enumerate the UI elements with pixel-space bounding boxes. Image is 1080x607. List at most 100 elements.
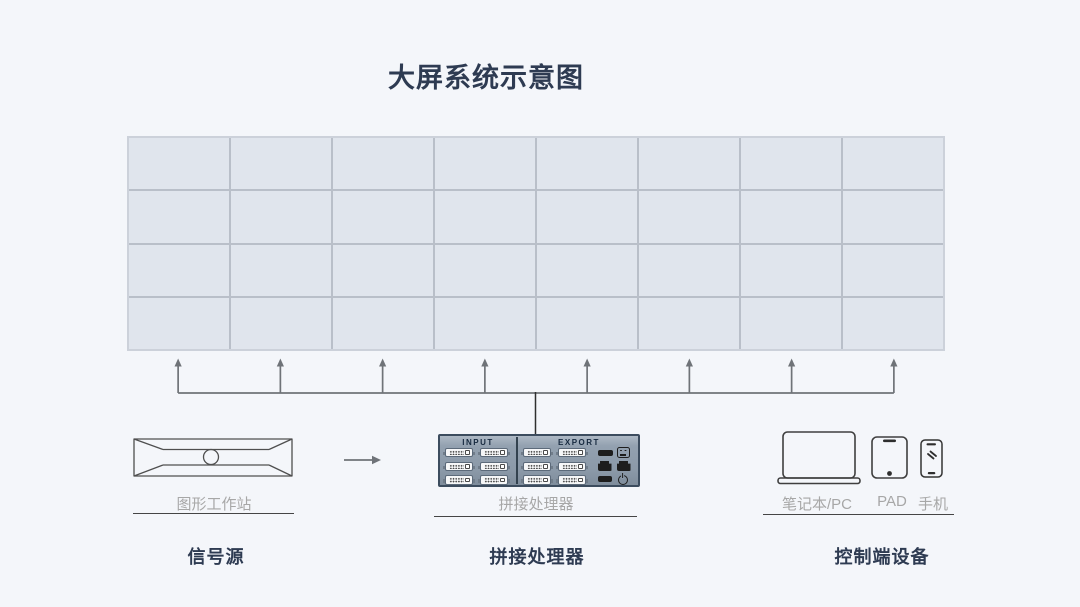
dvi-key <box>578 464 583 469</box>
wall-cell <box>741 138 841 190</box>
wall-cell <box>843 297 943 349</box>
wall-cell <box>435 244 535 296</box>
wall-cell <box>639 191 739 243</box>
dvi-pins <box>561 477 577 483</box>
dvi-key <box>578 450 583 455</box>
laptop-icon <box>777 431 861 485</box>
up-arrow-icon <box>379 358 387 367</box>
dvi-port-icon <box>478 461 510 471</box>
dvi-port-icon <box>521 475 553 485</box>
wall-cell <box>537 138 637 190</box>
processor-caption: 拼接处理器 <box>498 496 574 513</box>
wall-cell <box>843 138 943 190</box>
dvi-port-icon <box>521 461 553 471</box>
pad-caption: PAD <box>877 493 907 510</box>
up-arrow-icon <box>685 358 693 367</box>
dvi-port-icon <box>443 447 475 457</box>
hdmi-port-icon <box>598 449 613 456</box>
wall-cell <box>741 244 841 296</box>
wall-cell <box>231 138 331 190</box>
up-arrow-icon <box>583 358 591 367</box>
dvi-port-icon <box>478 447 510 457</box>
phone-icon <box>920 439 943 478</box>
tablet-icon <box>871 436 908 479</box>
wall-cell <box>129 244 229 296</box>
label-control-devices: 控制端设备 <box>834 547 930 567</box>
dvi-port-icon <box>478 475 510 485</box>
dvi-port-icon <box>556 475 588 485</box>
wall-cell <box>129 138 229 190</box>
dvi-pins <box>483 477 499 483</box>
wall-cell <box>843 244 943 296</box>
up-arrow-icon <box>174 358 182 367</box>
wall-cell <box>231 191 331 243</box>
wall-cell <box>333 297 433 349</box>
ethernet-port-icon <box>597 460 612 471</box>
wall-cell <box>333 244 433 296</box>
dvi-key <box>500 450 505 455</box>
control-underline <box>763 514 954 516</box>
up-arrow-icon <box>890 358 898 367</box>
wall-cell <box>537 244 637 296</box>
wall-cell <box>741 297 841 349</box>
dvi-key <box>465 450 470 455</box>
wall-cell <box>435 191 535 243</box>
dvi-pins <box>448 463 464 469</box>
wall-cell <box>231 244 331 296</box>
dvi-pins <box>561 449 577 455</box>
page-title: 大屏系统示意图 <box>388 63 584 93</box>
dvi-key <box>500 477 505 482</box>
phone-caption: 手机 <box>917 496 949 513</box>
control-devices <box>777 431 943 485</box>
dvi-key <box>500 464 505 469</box>
dvi-port-icon <box>443 475 475 485</box>
label-processor: 拼接处理器 <box>489 547 585 567</box>
dvi-port-icon <box>443 461 475 471</box>
wall-cell <box>333 138 433 190</box>
dvi-pins <box>526 477 542 483</box>
dvi-pins <box>483 463 499 469</box>
up-arrow-icon <box>276 358 284 367</box>
dvi-pins <box>526 449 542 455</box>
dvi-pins <box>448 477 464 483</box>
dvi-key <box>543 450 548 455</box>
wall-cell <box>435 297 535 349</box>
up-arrow-icon <box>481 358 489 367</box>
dvi-port-icon <box>521 447 553 457</box>
wall-cell <box>639 297 739 349</box>
processor-underline <box>434 516 637 518</box>
dvi-key <box>578 477 583 482</box>
wall-cell <box>333 191 433 243</box>
workstation-caption: 图形工作站 <box>176 496 252 513</box>
wall-cell <box>639 244 739 296</box>
processor-section-divider <box>516 437 518 484</box>
video-wall-grid <box>127 136 945 351</box>
dvi-port-icon <box>556 447 588 457</box>
laptop-caption: 笔记本/PC <box>781 496 853 513</box>
label-signal-source: 信号源 <box>187 547 245 567</box>
dvi-pins <box>448 449 464 455</box>
power-button-icon <box>617 474 628 485</box>
dvi-key <box>543 477 548 482</box>
dvi-port-icon <box>556 461 588 471</box>
workstation-underline <box>133 513 294 515</box>
wall-cell <box>843 191 943 243</box>
wall-cell <box>231 297 331 349</box>
dvi-key <box>465 477 470 482</box>
dvi-key <box>465 464 470 469</box>
input-section-title: INPUT <box>462 438 494 447</box>
power-socket-icon <box>617 447 630 458</box>
wall-cell <box>129 191 229 243</box>
wall-cell <box>639 138 739 190</box>
splicing-processor-device: INPUT EXPORT <box>438 434 640 487</box>
wall-cell <box>537 297 637 349</box>
wall-cell <box>129 297 229 349</box>
dvi-key <box>543 464 548 469</box>
right-arrow-icon <box>372 455 381 465</box>
dvi-pins <box>561 463 577 469</box>
wall-cell <box>741 191 841 243</box>
dvi-pins <box>526 463 542 469</box>
hdmi-port-icon <box>598 476 612 482</box>
wall-cell <box>537 191 637 243</box>
